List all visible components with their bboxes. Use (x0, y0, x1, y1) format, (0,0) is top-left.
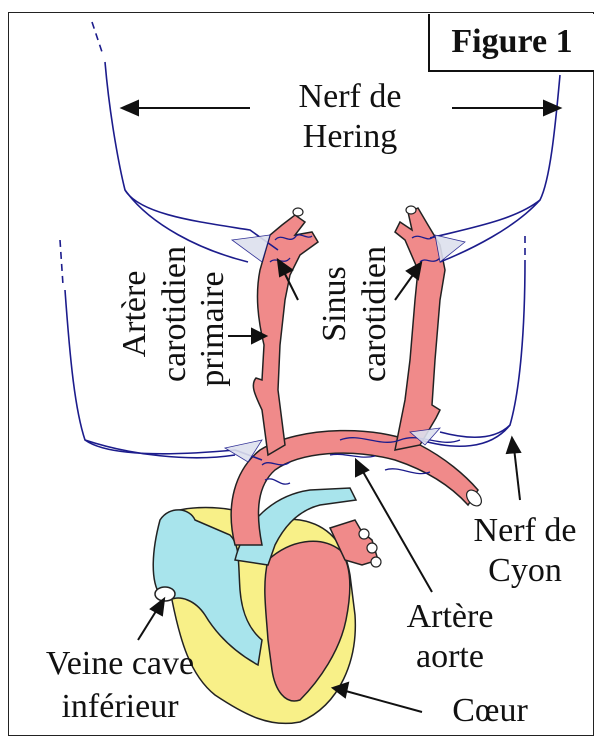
label-nerf-cyon-line2: Cyon (455, 552, 595, 590)
label-sinus-line1: Sinus (316, 224, 354, 384)
label-artere-carotidien-line3: primaire (194, 249, 232, 409)
label-coeur: Cœur (425, 692, 555, 730)
label-nerf-hering-line2: Hering (275, 118, 425, 156)
label-artere-carotidien-line1: Artère (116, 234, 154, 394)
label-artere-carotidien-line2: carotidien (156, 234, 194, 394)
label-nerf-hering-line1: Nerf de (275, 78, 425, 116)
label-artere-aorte-line1: Artère (380, 598, 520, 636)
label-artere-aorte-line2: aorte (380, 638, 520, 676)
label-nerf-cyon-line1: Nerf de (455, 512, 595, 550)
label-sinus-line2: carotidien (356, 234, 394, 394)
figure-label: Figure 1 (428, 14, 594, 72)
label-veine-cave-line1: Veine cave (20, 645, 220, 683)
label-veine-cave-line2: inférieur (20, 688, 220, 726)
